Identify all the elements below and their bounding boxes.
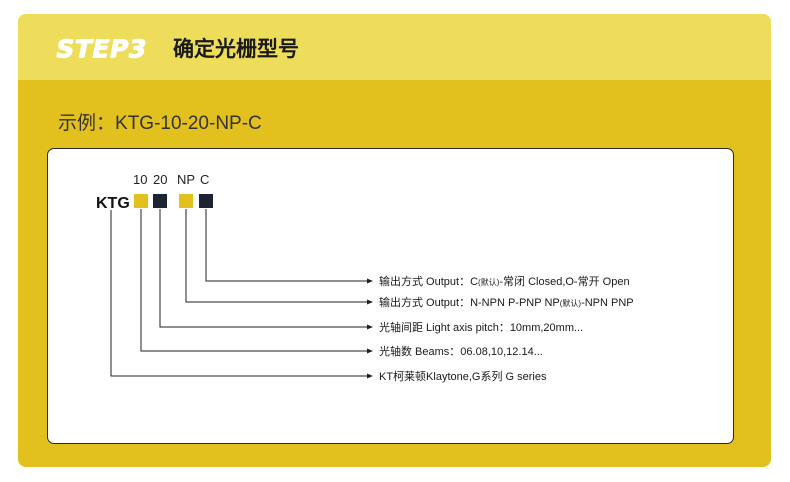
arrow-beams	[367, 348, 373, 354]
step-title: 确定光栅型号	[173, 38, 299, 61]
step-card: STEP3 确定光栅型号 示例：KTG-10-20-NP-C	[18, 14, 771, 467]
desc-pitch: 光轴间距 Light axis pitch：10mm,20mm...	[379, 320, 583, 334]
desc-state: 输出方式 Output：C(默认)-常闭 Closed,O-常开 Open	[379, 274, 630, 288]
code-box-beams	[134, 194, 148, 208]
code-label-pitch: 20	[153, 172, 167, 187]
leader-line-series	[110, 210, 368, 377]
leader-line-output	[185, 209, 368, 303]
arrow-output	[367, 299, 373, 305]
desc-output: 输出方式 Output：N-NPN P-PNP NP(默认)-NPN PNP	[379, 295, 634, 309]
arrow-series	[367, 373, 373, 379]
leader-line-beams	[140, 209, 368, 352]
example-line: 示例：KTG-10-20-NP-C	[58, 111, 262, 137]
code-box-output	[179, 194, 193, 208]
code-box-state	[199, 194, 213, 208]
step-label: STEP3	[56, 34, 147, 63]
leader-line-state	[205, 209, 368, 282]
desc-series: KT柯莱顿Klaytone,G系列 G series	[379, 369, 547, 383]
step-header: STEP3 确定光栅型号	[18, 14, 771, 80]
arrow-pitch	[367, 324, 373, 330]
code-box-pitch	[153, 194, 167, 208]
desc-beams: 光轴数 Beams：06.08,10,12.14...	[379, 344, 543, 358]
code-label-beams: 10	[133, 172, 147, 187]
code-label-output: NP	[177, 172, 195, 187]
code-label-state: C	[200, 172, 209, 187]
arrow-state	[367, 278, 373, 284]
example-code: KTG-10-20-NP-C	[115, 113, 262, 134]
leader-line-pitch	[159, 209, 368, 328]
example-label: 示例：	[58, 113, 116, 134]
model-prefix: KTG	[96, 195, 130, 212]
